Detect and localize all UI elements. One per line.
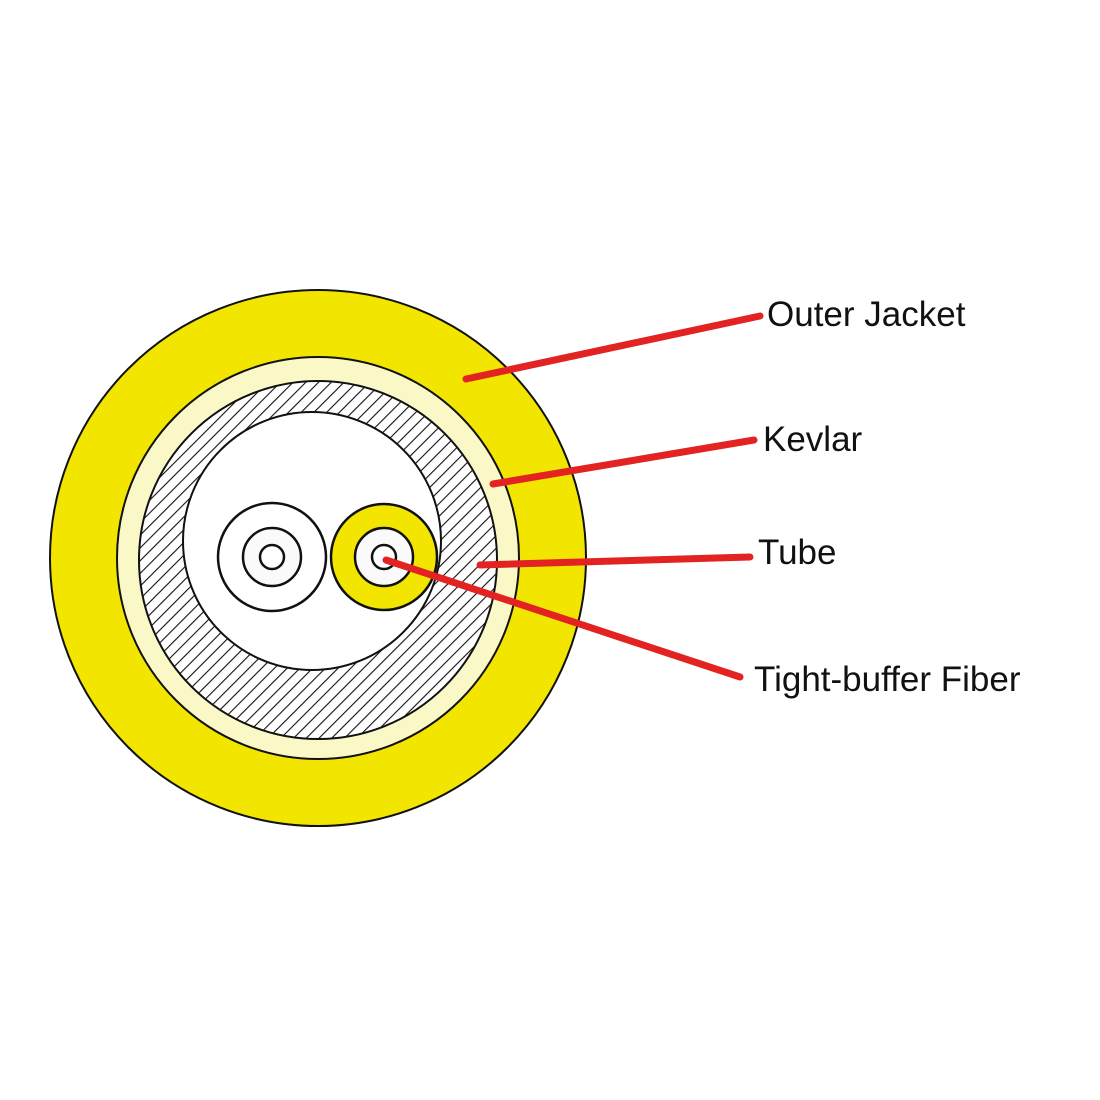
leader-tube	[476, 553, 754, 569]
label-kevlar: Kevlar	[763, 420, 863, 459]
fiber-right-tight-buffer	[329, 502, 439, 612]
label-outer-jacket: Outer Jacket	[767, 295, 966, 334]
fiber-left	[216, 501, 328, 613]
leader-kevlar	[489, 436, 758, 488]
label-tight-buffer-fiber: Tight-buffer Fiber	[754, 660, 1021, 699]
leader-outer-jacket	[462, 312, 764, 383]
leader-tight-buffer-fiber	[382, 556, 744, 681]
label-tube: Tube	[758, 533, 837, 572]
